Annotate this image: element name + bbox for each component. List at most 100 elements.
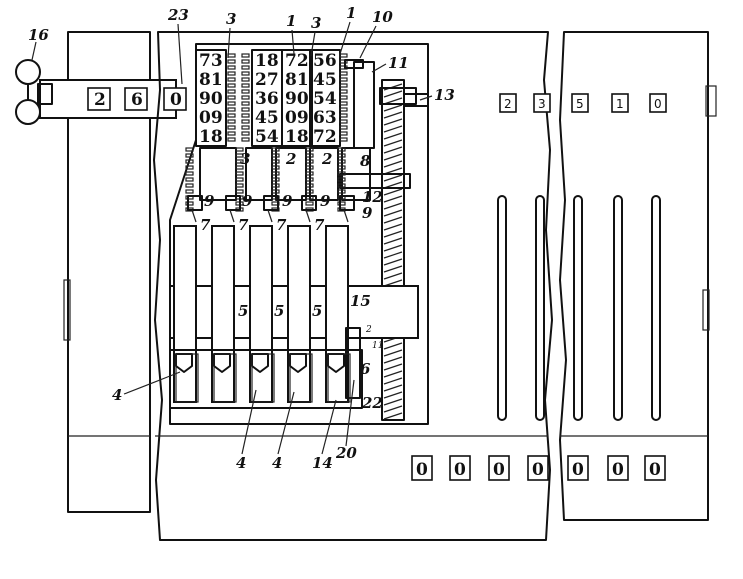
gear-tooth xyxy=(235,153,244,158)
leader-11 xyxy=(371,63,387,73)
hatch-line xyxy=(383,377,403,385)
right-housing-panel xyxy=(559,31,709,521)
hatch-line xyxy=(383,209,403,217)
ref-9-a: 9 xyxy=(204,192,215,210)
pawl xyxy=(187,195,203,211)
gear-tooth xyxy=(339,101,348,106)
hatch-line xyxy=(383,363,403,371)
gear-tooth xyxy=(271,177,280,182)
gear-tooth xyxy=(227,119,236,124)
bottom-window-1 xyxy=(411,455,433,481)
pawl xyxy=(339,195,355,211)
left-register-window-2 xyxy=(124,87,148,111)
gear-tooth xyxy=(235,159,244,164)
ref-5-b: 5 xyxy=(274,302,284,320)
leader-1-b xyxy=(339,21,351,55)
hatch-line xyxy=(383,398,403,406)
ref-3-a: 3 xyxy=(226,10,236,28)
bottom-digit-7: 0 xyxy=(649,460,661,480)
left-register-digit-2: 6 xyxy=(131,90,143,110)
gear-tooth xyxy=(227,125,236,130)
hatch-line xyxy=(383,174,403,182)
ref-2-a: 2 xyxy=(285,150,296,168)
gear-tooth xyxy=(185,177,194,182)
leader-4-a xyxy=(123,371,181,395)
slot-3 xyxy=(573,195,583,421)
left-hinge xyxy=(63,279,71,341)
leader-3-b xyxy=(310,31,316,57)
hatch-line xyxy=(383,384,403,392)
ref-9-d: 9 xyxy=(320,192,331,210)
bottom-window-6 xyxy=(607,455,629,481)
hatch-line xyxy=(383,237,403,245)
right-top-window-1 xyxy=(499,93,517,113)
pawl-spring xyxy=(267,209,273,223)
right-top-window-3 xyxy=(571,93,589,113)
gear-tooth xyxy=(305,183,314,188)
latch-housing xyxy=(251,353,275,403)
gear-tooth xyxy=(339,71,348,76)
gear-tooth xyxy=(339,59,348,64)
hatch-line xyxy=(383,188,403,196)
gear-tooth xyxy=(339,77,348,82)
leader-4-b xyxy=(241,389,257,455)
right-top-digit-2: 3 xyxy=(538,97,546,111)
bottom-window-4 xyxy=(527,455,549,481)
gear-tooth xyxy=(241,71,250,76)
ref-1-a: 1 xyxy=(286,12,296,30)
gear-tooth xyxy=(339,95,348,100)
gear-tooth xyxy=(235,177,244,182)
ref-3-b: 3 xyxy=(311,14,321,32)
gear-tooth xyxy=(305,159,314,164)
drum-digit: 18 xyxy=(285,127,309,147)
gear-tooth xyxy=(339,131,348,136)
right-top-register: 2 3 5 1 0 xyxy=(499,93,667,113)
right-top-digit-1: 2 xyxy=(504,97,512,111)
gear-tooth xyxy=(339,137,348,142)
drum-digit: 90 xyxy=(199,89,223,109)
gear-tooth xyxy=(271,159,280,164)
pawl-spring xyxy=(229,209,235,223)
left-register-digit-1: 2 xyxy=(94,90,106,110)
middle-cutaway-panel xyxy=(153,31,553,541)
gear-tooth xyxy=(227,89,236,94)
column-pin xyxy=(403,93,429,107)
lower-cage xyxy=(169,349,363,409)
right-top-digit-5: 0 xyxy=(654,97,662,111)
bottom-window-3 xyxy=(488,455,510,481)
ref-3-c: 3 xyxy=(240,150,250,168)
ref-2-c: 2 xyxy=(365,325,372,335)
gear-tooth xyxy=(241,83,250,88)
ref-11: 11 xyxy=(388,54,409,72)
right-hinge-mid xyxy=(702,289,710,331)
gear-tooth xyxy=(305,201,314,206)
hatch-line xyxy=(383,356,403,364)
gear-tooth xyxy=(339,53,348,58)
drum-digit: 36 xyxy=(255,89,279,109)
drum-column-1 xyxy=(195,49,227,147)
gear-tooth xyxy=(235,147,244,152)
gear-tooth xyxy=(185,171,194,176)
hatch-line xyxy=(383,244,403,252)
bottom-window-5 xyxy=(567,455,589,481)
hatch-line xyxy=(383,258,403,266)
ref-10: 10 xyxy=(372,8,393,26)
gear-tooth xyxy=(241,65,250,70)
slot-5 xyxy=(651,195,661,421)
slot-4 xyxy=(613,195,623,421)
drum-digit: 54 xyxy=(313,89,337,109)
bottom-window-2 xyxy=(449,455,471,481)
bottom-window-7 xyxy=(644,455,666,481)
ref-7-b: 7 xyxy=(238,216,249,234)
ref-4-b: 4 xyxy=(236,454,246,472)
ref-2-b: 2 xyxy=(321,150,332,168)
support-column-body xyxy=(381,79,405,421)
knob-hub xyxy=(37,83,53,105)
bottom-digit-1: 0 xyxy=(416,460,428,480)
drum-digit: 63 xyxy=(313,108,337,128)
hatch-line xyxy=(383,349,403,357)
slide-slots xyxy=(497,195,661,421)
left-register-window-3 xyxy=(163,87,187,111)
drum-digit: 81 xyxy=(285,70,309,90)
